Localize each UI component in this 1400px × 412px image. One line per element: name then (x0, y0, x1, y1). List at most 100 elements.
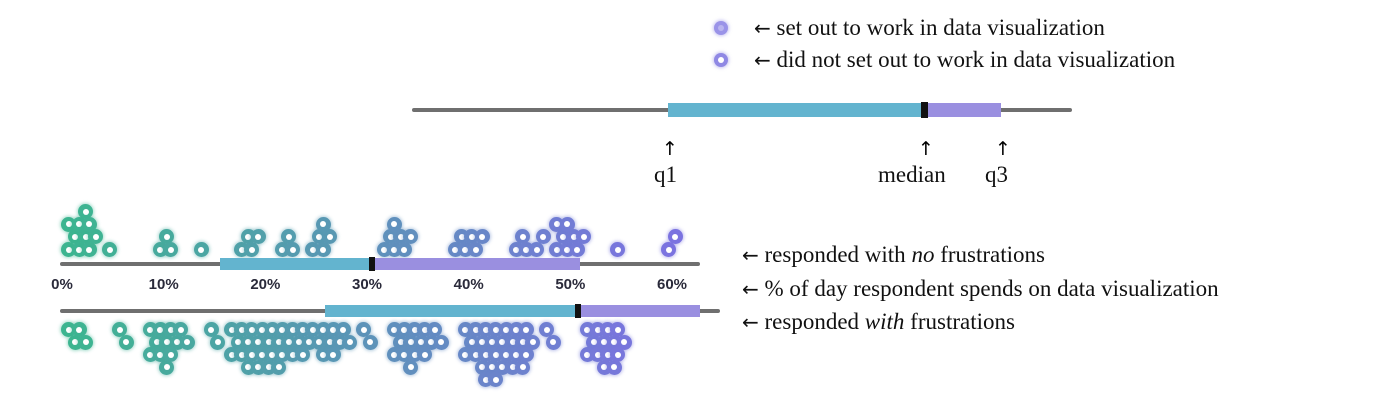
annotation-with-frustrations-emphasis: with (864, 309, 905, 334)
data-point-dot (667, 229, 683, 245)
data-point-dot (518, 347, 534, 363)
data-point-dot (102, 242, 118, 257)
boxplot-with-frustrations-q3-box (578, 305, 700, 317)
data-point-dot (244, 242, 260, 257)
key-boxplot-q1-arrow: ↑ (662, 138, 678, 160)
key-boxplot-median-tick (921, 102, 928, 118)
data-point-dot (112, 322, 128, 337)
key-boxplot-median-label: median (878, 162, 946, 187)
data-point-dot (163, 347, 179, 363)
data-point-dot (315, 242, 331, 257)
annotation-with-frustrations-suffix: frustrations (904, 309, 1015, 334)
boxplot-with-frustrations (60, 304, 720, 319)
data-point-dot (81, 242, 97, 257)
key-boxplot-q3-arrow: ↑ (995, 138, 1011, 160)
data-point-dot (569, 242, 585, 257)
boxplot-no-frustrations (60, 257, 700, 272)
data-point-dot (81, 216, 97, 232)
data-point-dot (173, 322, 189, 337)
legend-item-did-not-set-out: ← did not set out to work in data visual… (714, 48, 1175, 71)
boxplot-no-frustrations-q1-box (220, 258, 372, 270)
data-point-dot (159, 229, 175, 245)
data-point-dot (193, 242, 209, 257)
data-point-dot (610, 347, 626, 363)
legend-item-did-not-set-out-label: ← did not set out to work in data visual… (754, 47, 1176, 72)
data-point-dot (281, 229, 297, 245)
data-point-dot (356, 322, 372, 337)
data-point-dot (539, 322, 555, 337)
hollow-circle-icon (714, 52, 728, 67)
key-boxplot-q1-box (668, 103, 924, 117)
axis-tick-label: 20% (250, 276, 281, 293)
axis-tick-label: 10% (148, 276, 179, 293)
boxplot-with-frustrations-median-tick (575, 304, 581, 318)
data-point-dot (417, 347, 433, 363)
data-point-dot (163, 242, 179, 257)
data-point-dot (529, 242, 545, 257)
data-point-dot (295, 347, 311, 363)
data-point-dot (325, 347, 341, 363)
data-point-dot (545, 334, 561, 350)
data-point-dot (403, 229, 419, 245)
data-point-dot (616, 334, 632, 350)
data-point-dot (179, 334, 195, 350)
left-arrow-icon: ← (742, 243, 759, 267)
left-arrow-icon: ← (742, 277, 759, 301)
axis-tick-labels: 0%10%20%30%40%50%60% (0, 276, 740, 298)
key-boxplot (412, 102, 1072, 119)
data-point-dot (610, 242, 626, 257)
annotation-no-frustrations-suffix: frustrations (934, 242, 1045, 267)
data-point-dot (396, 242, 412, 257)
data-point-dot (427, 322, 443, 337)
annotation-with-frustrations: ← responded with frustrations (742, 310, 1015, 333)
key-boxplot-q3-box (924, 103, 1001, 117)
data-point-dot (518, 322, 534, 337)
data-point-dot (474, 229, 490, 245)
annotation-axis-caption: ← % of day respondent spends on data vis… (742, 277, 1219, 300)
axis-tick-label: 60% (656, 276, 688, 293)
data-point-dot (468, 242, 484, 257)
data-point-dot (515, 359, 531, 375)
data-point-dot (78, 334, 94, 350)
filled-circle-icon (714, 20, 728, 35)
data-point-dot (315, 216, 331, 232)
data-point-dot (322, 229, 338, 245)
data-point-dot (210, 334, 226, 350)
data-point-dot (559, 216, 575, 232)
data-point-dot (610, 322, 626, 337)
left-arrow-icon: ← (742, 310, 759, 334)
axis-tick-label: 30% (351, 276, 383, 293)
dot-plot-with-frustrations (0, 322, 740, 402)
annotation-with-frustrations-prefix: responded (764, 309, 865, 334)
data-point-dot (433, 334, 449, 350)
key-boxplot-q3-label: q3 (985, 162, 1008, 187)
axis-caption-text: % of day respondent spends on data visua… (764, 276, 1219, 301)
data-point-dot (525, 334, 541, 350)
dot-plot-no-frustrations (0, 204, 740, 257)
data-point-dot (515, 229, 531, 245)
data-point-dot (362, 334, 378, 350)
annotation-no-frustrations-emphasis: no (911, 242, 935, 267)
legend-item-set-out-label: ← set out to work in data visualization (754, 15, 1105, 40)
axis-tick-label: 50% (555, 276, 586, 293)
data-point-dot (118, 334, 134, 350)
data-point-dot (285, 242, 301, 257)
data-point-dot (250, 229, 266, 245)
boxplot-with-frustrations-q1-box (325, 305, 578, 317)
data-point-dot (535, 229, 551, 245)
data-point-dot (661, 242, 677, 257)
data-point-dot (576, 229, 592, 245)
left-arrow-icon: ← (754, 16, 771, 40)
key-boxplot-q1-label: q1 (654, 162, 677, 187)
data-point-dot (71, 322, 87, 337)
data-point-dot (203, 322, 219, 337)
data-point-dot (403, 359, 419, 375)
annotation-no-frustrations: ← responded with no frustrations (742, 243, 1045, 266)
data-point-dot (335, 322, 351, 337)
data-point-dot (159, 359, 175, 375)
boxplot-no-frustrations-median-tick (369, 257, 375, 271)
left-arrow-icon: ← (754, 48, 771, 72)
data-point-dot (271, 359, 287, 375)
axis-tick-label: 0% (51, 276, 73, 293)
